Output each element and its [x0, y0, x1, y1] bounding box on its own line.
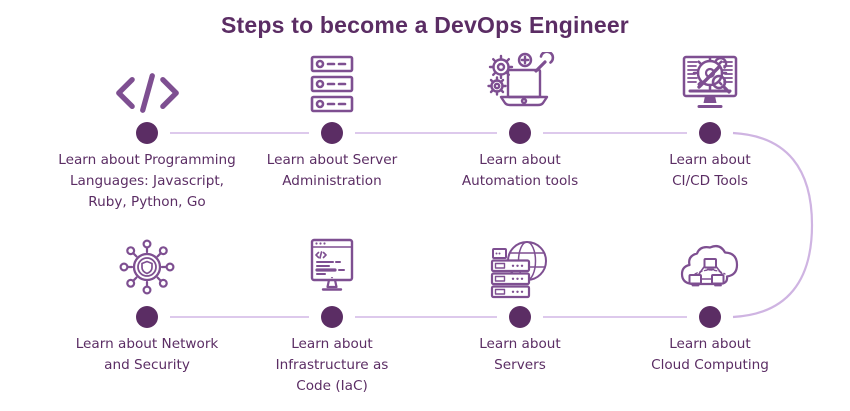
timeline-dot: [321, 306, 343, 328]
step-cicd-tools: Learn about CI/CD Tools: [605, 50, 815, 192]
step-automation-tools: Learn about Automation tools: [415, 50, 625, 192]
step-label: Learn about Infrastructure as Code (IaC): [275, 336, 389, 394]
step-label: Learn about Cloud Computing: [651, 336, 769, 373]
connector-curve: [732, 131, 814, 319]
step-infrastructure-as-code: Learn about Infrastructure as Code (IaC): [227, 234, 437, 397]
iac-monitor-icon: [296, 234, 368, 300]
timeline-dots: [136, 122, 721, 328]
step-servers: Learn about Servers: [415, 234, 625, 376]
step-label: Learn about Automation tools: [461, 152, 579, 189]
step-programming-languages: Learn about Programming Languages: Javas…: [42, 50, 252, 213]
server-stack-icon: [296, 50, 368, 116]
timeline-dot: [699, 122, 721, 144]
step-label: Learn about Servers: [479, 336, 561, 373]
cloud-network-icon: [674, 234, 746, 300]
server-globe-icon: [484, 234, 556, 300]
network-security-icon: [111, 234, 183, 300]
step-label: Learn about Network and Security: [75, 336, 219, 373]
step-network-security: Learn about Network and Security: [42, 234, 252, 376]
timeline-dot: [321, 122, 343, 144]
timeline-dot: [136, 122, 158, 144]
code-icon: [113, 50, 182, 116]
timeline-dot: [136, 306, 158, 328]
page-title: Steps to become a DevOps Engineer: [221, 12, 629, 38]
step-cloud-computing: Learn about Cloud Computing: [605, 234, 815, 376]
step-label: Learn about CI/CD Tools: [669, 152, 751, 189]
step-label: Learn about Programming Languages: Javas…: [58, 152, 236, 210]
step-server-administration: Learn about Server Administration: [227, 50, 437, 192]
timeline-dot: [509, 122, 531, 144]
automation-tools-icon: [484, 50, 556, 116]
cicd-tools-icon: [674, 50, 746, 116]
timeline-dot: [509, 306, 531, 328]
timeline-dot: [699, 306, 721, 328]
connector-lines: [170, 132, 687, 318]
step-label: Learn about Server Administration: [266, 152, 398, 189]
